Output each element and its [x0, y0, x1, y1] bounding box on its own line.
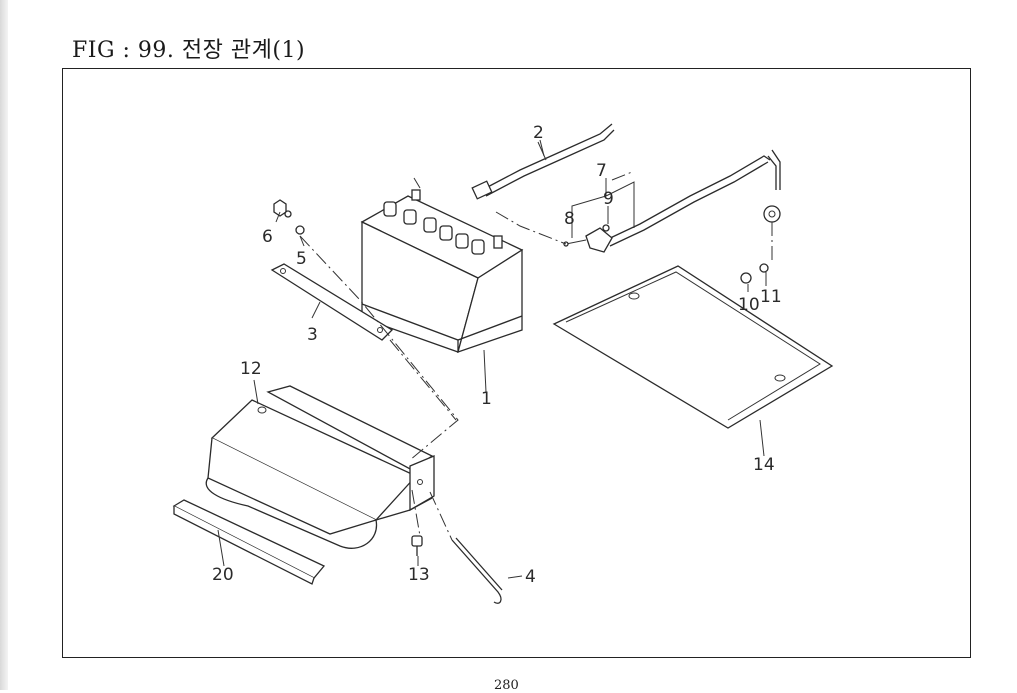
callout-5: 5	[296, 249, 307, 269]
page-number: 280	[494, 678, 519, 693]
callout-6: 6	[262, 227, 273, 247]
assembly-lines	[299, 171, 773, 541]
hold-down-bar-part-3	[270, 263, 394, 341]
nut-washer-parts-5-6	[273, 199, 305, 235]
support-bar-part-20	[172, 499, 326, 585]
callout-8: 8	[564, 209, 575, 229]
callout-1: 1	[481, 389, 492, 409]
callout-3: 3	[307, 325, 318, 345]
nut-washer-parts-10-11	[740, 263, 769, 284]
callout-10: 10	[738, 295, 760, 315]
callout-4: 4	[525, 567, 536, 587]
callout-9: 9	[603, 189, 614, 209]
callout-13: 13	[408, 565, 430, 585]
leader-lines	[217, 139, 767, 579]
callout-labels: 1 2 3 4 5 6 7 8 9 10 11 12 13 14 20	[212, 123, 782, 587]
j-bolt-part-4	[451, 537, 503, 604]
callout-14: 14	[753, 455, 775, 475]
battery-mat-part-14	[552, 265, 834, 429]
bolt-part-13	[411, 535, 423, 556]
battery-tray-part-12	[205, 385, 435, 549]
cable-part-2	[471, 123, 615, 200]
page-edge-shadow	[0, 0, 8, 690]
battery-part	[360, 189, 524, 354]
callout-11: 11	[760, 287, 782, 307]
callout-12: 12	[240, 359, 262, 379]
callout-2: 2	[533, 123, 544, 143]
callout-7: 7	[596, 161, 607, 181]
figure-title: FIG : 99. 전장 관계(1)	[72, 38, 306, 63]
diagram-frame	[62, 68, 971, 658]
callout-20: 20	[212, 565, 234, 585]
